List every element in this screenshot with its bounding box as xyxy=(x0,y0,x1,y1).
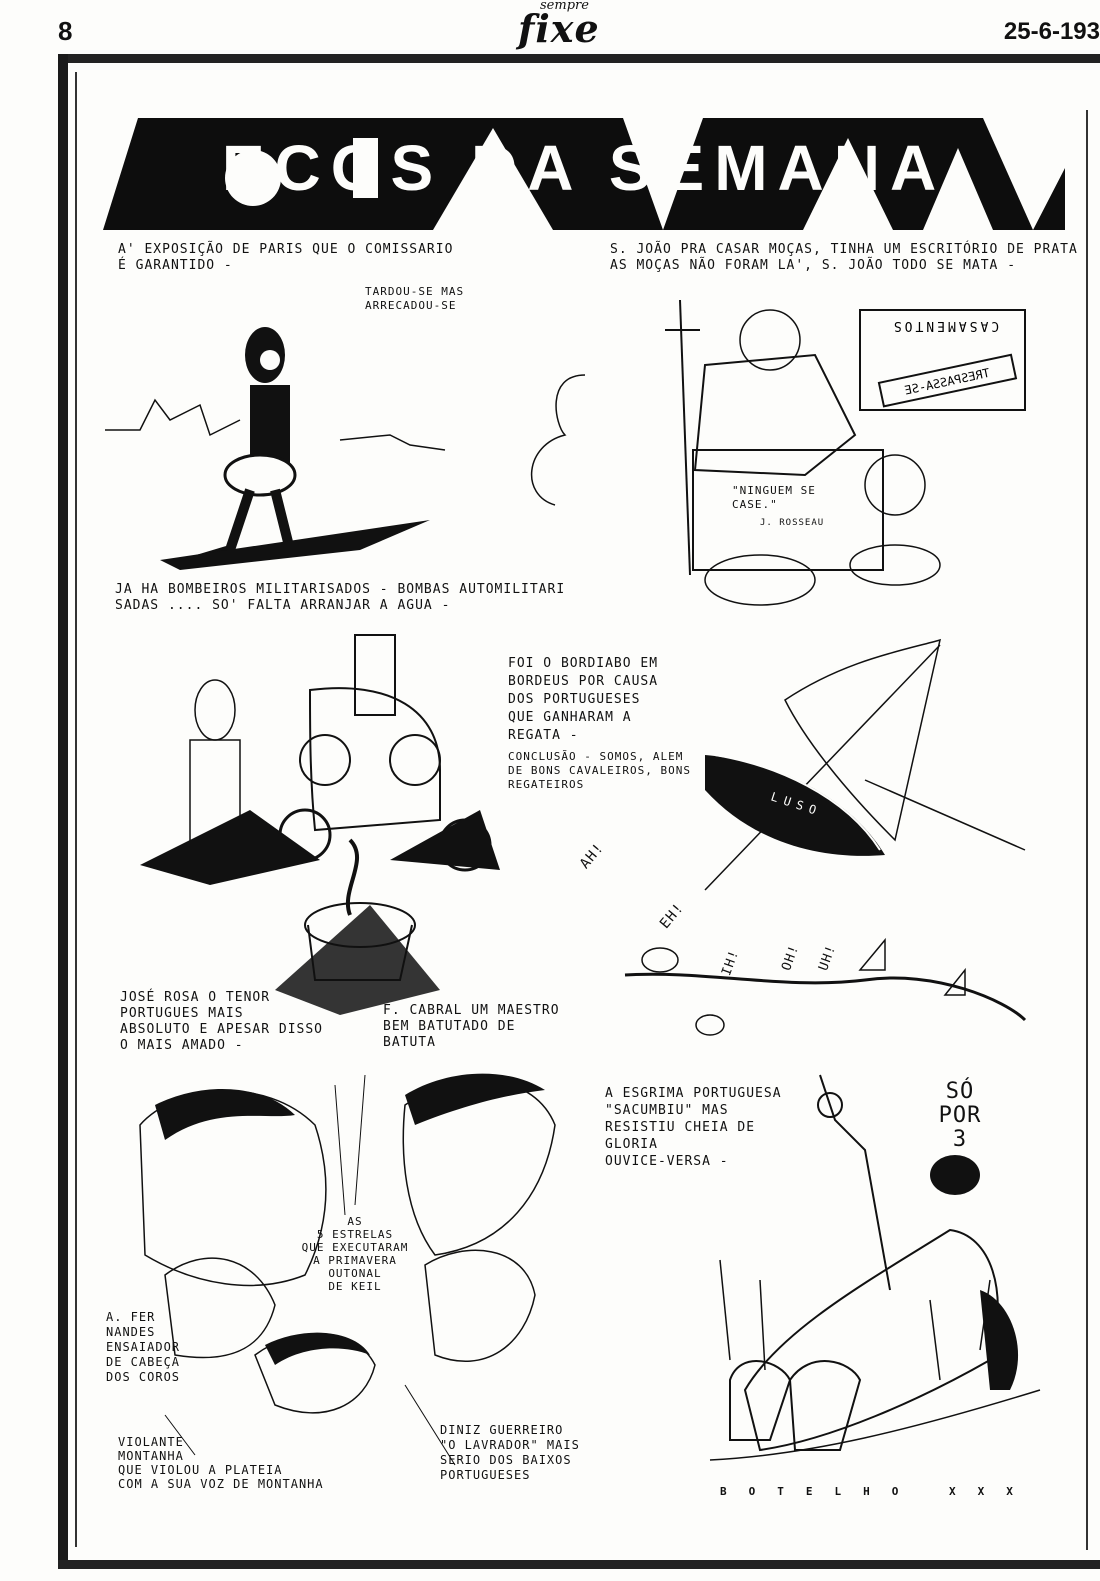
firetruck-illustration xyxy=(140,630,520,1020)
title-band: ECOS DA SEMANA xyxy=(103,108,1065,238)
issue-date: 25-6-193 xyxy=(1003,18,1100,45)
top-rule xyxy=(58,54,1100,63)
caption-violante: VIOLANTE MONTANHA QUE VIOLOU A PLATEIA C… xyxy=(118,1435,324,1491)
caption-cabral: F. CABRAL UM MAESTRO BEM BATUTADO DE BAT… xyxy=(383,1003,560,1050)
masthead-small: sempre xyxy=(540,0,589,13)
sjoao-illustration: CASAMENTOS TRESPASSA-SE xyxy=(525,295,1080,615)
subcaption-paris: TARDOU-SE MAS ARRECADOU-SE xyxy=(365,285,465,312)
caption-estrelas-center: AS 5 ESTRELAS QUE EXECUTARAM A PRIMAVERA… xyxy=(301,1215,409,1293)
desk-author: J. ROSSEAU xyxy=(760,518,825,528)
artist-signature: BOTELHO XXX xyxy=(720,1485,1035,1498)
desk-quote: "NINGUEM SE CASE." xyxy=(732,484,816,511)
estrelas-illustration xyxy=(105,1045,615,1475)
sign-casamentos: CASAMENTOS xyxy=(891,318,999,333)
caption-regata-conclusion: CONCLUSÃO - SOMOS, ALEM DE BONS CAVALEIR… xyxy=(508,750,691,791)
caption-regata: FOI O BORDIABO EM BORDEUS POR CAUSA DOS … xyxy=(508,656,659,743)
bottom-rule xyxy=(58,1560,1100,1569)
right-border xyxy=(1086,110,1088,1550)
regata-illustration: LUSO xyxy=(585,638,1085,1040)
caption-diniz: DINIZ GUERREIRO "O LAVRADOR" MAIS SERIO … xyxy=(440,1423,580,1482)
masthead: sempre fixe xyxy=(470,0,670,51)
page-number: 8 xyxy=(58,16,73,46)
caption-esgrima: A ESGRIMA PORTUGUESA "SACUMBIU" MAS RESI… xyxy=(605,1086,782,1169)
caption-fernandes: A. FER NANDES ENSAIADOR DE CABEÇA DOS CO… xyxy=(106,1310,181,1384)
score-text: SÓ POR 3 xyxy=(938,1079,982,1152)
caption-sjoao: S. JOÃO PRA CASAR MOÇAS, TINHA UM ESCRIT… xyxy=(610,242,1078,273)
caption-bombeiros: JA HA BOMBEIROS MILITARISADOS - BOMBAS A… xyxy=(115,582,566,613)
caption-jose-rosa: JOSÉ ROSA O TENOR PORTUGUES MAIS ABSOLUT… xyxy=(120,990,324,1053)
masthead-title: fixe xyxy=(518,6,600,51)
caption-paris: A' EXPOSIÇÃO DE PARIS QUE O COMISSARIO É… xyxy=(118,242,454,273)
fencer-illustration xyxy=(690,1060,1085,1480)
title-text: ECOS DA SEMANA xyxy=(222,132,946,204)
left-frame xyxy=(58,54,68,1569)
inner-frame xyxy=(75,72,1092,1547)
drummer-illustration xyxy=(100,300,460,570)
